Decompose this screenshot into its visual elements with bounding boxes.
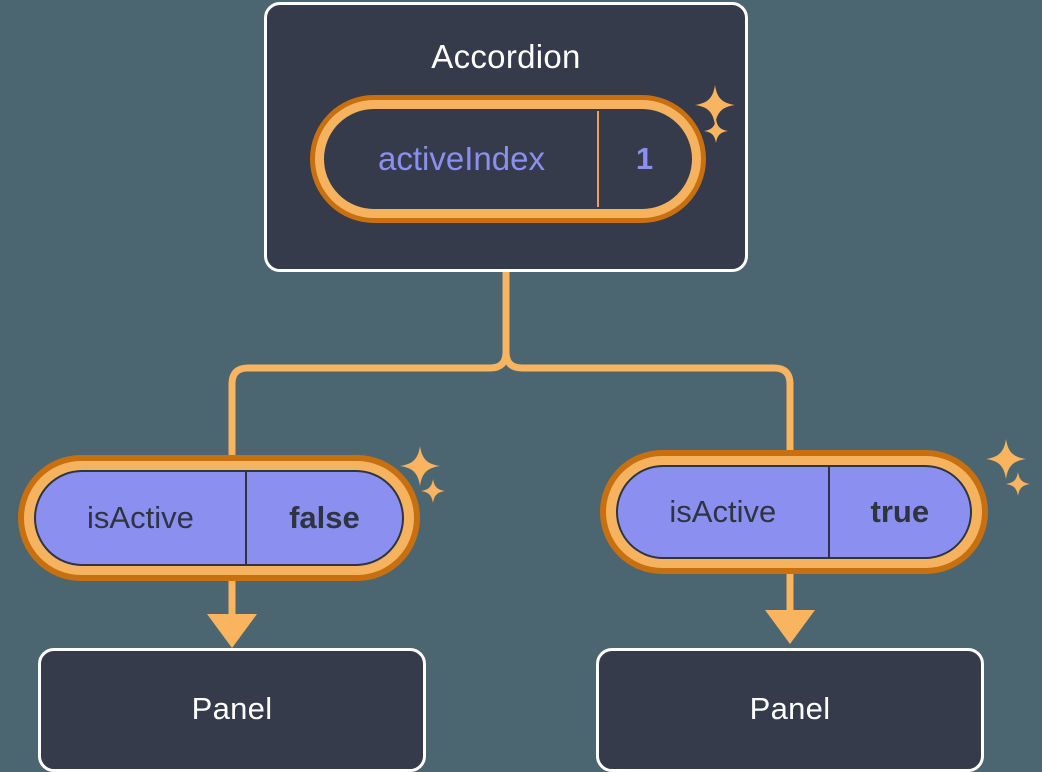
panel-left-title: Panel <box>191 691 273 726</box>
prop-pill-left-key: isActive <box>36 472 247 564</box>
sparkle-icon-small <box>1004 470 1032 498</box>
tree-connector-trunk <box>502 268 794 459</box>
prop-pill-left-value: false <box>289 500 360 535</box>
panel-right-title: Panel <box>749 691 831 726</box>
panel-component-left[interactable]: Panel <box>38 648 426 772</box>
state-pill-value: 1 <box>635 141 654 176</box>
arrow-right-head <box>765 610 815 644</box>
arrow-left-head <box>207 614 257 648</box>
sparkle-icon <box>984 437 1028 481</box>
prop-pill-right-key: isActive <box>618 467 830 557</box>
prop-pill-right-value: true <box>870 494 930 529</box>
prop-pill-left-isactive[interactable]: isActive false <box>34 470 404 566</box>
state-pill-activeindex[interactable]: activeIndex 1 <box>324 109 692 209</box>
sparkle-icon-small <box>419 477 447 505</box>
state-pill-key: activeIndex <box>326 111 599 207</box>
panel-component-right[interactable]: Panel <box>596 648 984 772</box>
prop-pill-right-isactive[interactable]: isActive true <box>616 465 972 559</box>
tree-connector-left-branch <box>228 348 510 462</box>
accordion-title: Accordion <box>431 38 581 75</box>
